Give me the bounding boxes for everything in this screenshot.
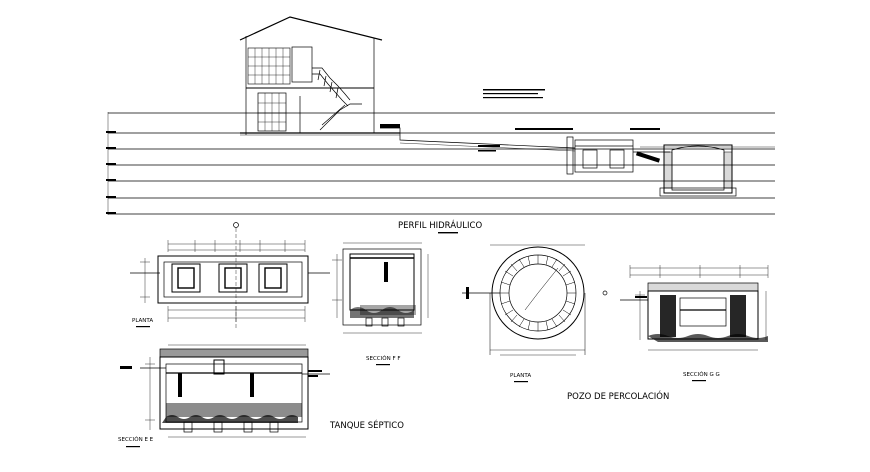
house-elevation	[239, 16, 400, 136]
section-ee: SECCIÓN E E TANQUE SÉPTICO	[118, 344, 404, 448]
scale-note	[438, 232, 458, 234]
septic-tank-plan: PLANTA	[130, 222, 330, 330]
label-seccion-ee: SECCIÓN E E	[118, 436, 154, 443]
label-planta-pozo: PLANTA	[510, 373, 531, 379]
pipe-profile	[380, 124, 775, 197]
brick-ring	[500, 255, 576, 331]
label-planta-tanque: PLANTA	[132, 318, 153, 324]
title-perfil-hidraulico: PERFIL HIDRÁULICO	[398, 219, 482, 231]
title-tanque-septico: TANQUE SÉPTICO	[329, 419, 404, 431]
section-gg: SECCIÓN G G	[620, 265, 769, 382]
profile-level-marks	[106, 131, 116, 214]
label-seccion-ff: SECCIÓN F F	[366, 355, 401, 362]
profile-note	[483, 89, 545, 99]
section-ff: SECCIÓN F F	[332, 242, 429, 366]
hydraulic-profile: PERFIL HIDRÁULICO	[106, 16, 775, 234]
title-pozo-percolacion: POZO DE PERCOLACIÓN	[567, 390, 669, 402]
percolation-pit-plan: PLANTA POZO DE PERCOLACIÓN	[462, 244, 669, 402]
label-seccion-gg: SECCIÓN G G	[683, 371, 720, 378]
profile-grid-lines	[107, 112, 775, 215]
